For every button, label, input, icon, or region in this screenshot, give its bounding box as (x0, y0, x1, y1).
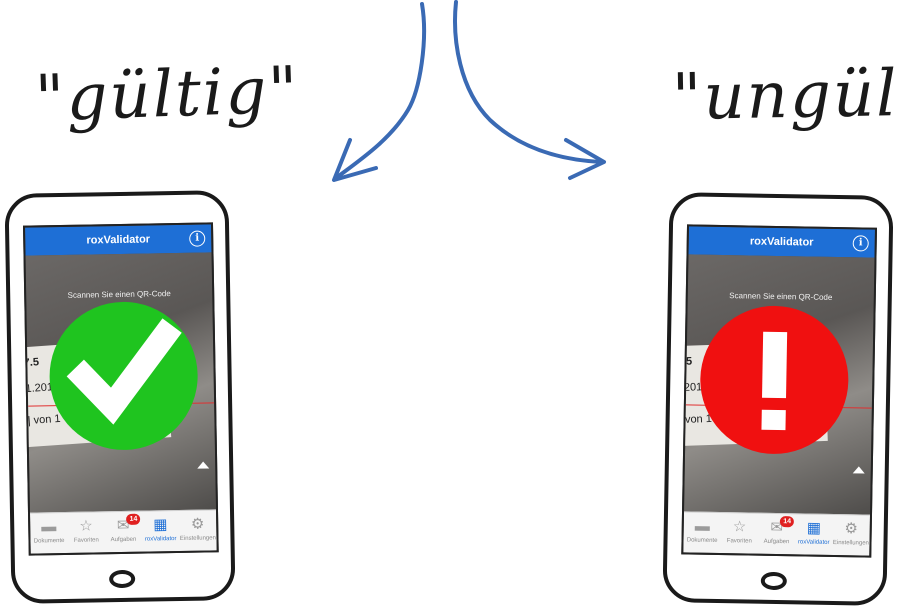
arrow-left (336, 4, 424, 178)
tab-settings[interactable]: ⚙ Einstellungen (179, 510, 217, 551)
tab-documents[interactable]: ▬ Dokumente (683, 512, 721, 553)
folder-icon: ▬ (30, 516, 68, 539)
qr-icon: ▦ (795, 517, 833, 540)
app-title: roxValidator (750, 235, 814, 248)
tab-label: Einstellungen (180, 535, 216, 542)
tab-label: Einstellungen (833, 540, 869, 547)
tab-bar: ▬ Dokumente ☆ Favoriten ✉ 14 Aufgaben ▦ … (683, 511, 870, 555)
app-titlebar: roxValidator i (689, 226, 875, 257)
exclamation-icon (699, 305, 850, 456)
tab-label: Aufgaben (111, 537, 137, 543)
phone-invalid: roxValidator i .5 2017 von 1 Scannen Sie… (662, 192, 893, 606)
arrow-right (455, 2, 602, 162)
tab-documents[interactable]: ▬ Dokumente (30, 513, 68, 554)
tab-label: roxValidator (798, 539, 830, 546)
tab-settings[interactable]: ⚙ Einstellungen (832, 515, 870, 556)
tab-favorites[interactable]: ☆ Favoriten (721, 513, 759, 554)
invalid-label: "ungültig" (671, 55, 897, 135)
document-text: .5 (683, 356, 693, 368)
tab-tasks[interactable]: ✉ 14 Aufgaben (104, 512, 142, 553)
task-count-badge: 14 (780, 516, 794, 527)
valid-status-circle (48, 301, 199, 452)
tab-tasks[interactable]: ✉ 14 Aufgaben (758, 514, 796, 555)
folder-icon: ▬ (684, 515, 722, 538)
document-text: 7.5 (23, 356, 39, 369)
tab-roxvalidator[interactable]: ▦ roxValidator (795, 514, 833, 555)
camera-view: 7.5 1.2017 | von 1 Scannen Sie einen QR-… (26, 252, 217, 517)
phone-screen: roxValidator i .5 2017 von 1 Scannen Sie… (681, 224, 877, 557)
camera-view: .5 2017 von 1 Scannen Sie einen QR-Code (684, 254, 875, 519)
tab-label: Favoriten (727, 538, 752, 544)
expand-arrow-icon[interactable] (853, 466, 865, 473)
tab-favorites[interactable]: ☆ Favoriten (67, 512, 105, 553)
info-icon[interactable]: i (189, 230, 205, 246)
tab-roxvalidator[interactable]: ▦ roxValidator (142, 511, 180, 552)
scan-hint: Scannen Sie einen QR-Code (26, 288, 212, 300)
gear-icon: ⚙ (832, 518, 870, 541)
star-icon: ☆ (721, 516, 759, 539)
star-icon: ☆ (67, 515, 105, 538)
tab-label: Dokumente (687, 537, 718, 544)
tab-label: Favoriten (74, 537, 99, 543)
tab-label: Aufgaben (764, 539, 790, 545)
home-button[interactable] (761, 572, 787, 590)
invalid-status-circle (699, 305, 850, 456)
phone-valid: roxValidator i 7.5 1.2017 | von 1 Scanne… (4, 190, 235, 604)
gear-icon: ⚙ (179, 513, 217, 536)
valid-label: "gültig" (34, 53, 301, 136)
app-title: roxValidator (86, 233, 150, 246)
task-count-badge: 14 (126, 514, 140, 525)
split-arrows (320, 0, 620, 200)
expand-arrow-icon[interactable] (197, 461, 209, 468)
phone-screen: roxValidator i 7.5 1.2017 | von 1 Scanne… (23, 222, 219, 555)
check-icon (48, 301, 199, 452)
info-icon[interactable]: i (853, 235, 869, 251)
tab-label: roxValidator (145, 536, 177, 543)
scan-hint: Scannen Sie einen QR-Code (688, 290, 874, 302)
tab-bar: ▬ Dokumente ☆ Favoriten ✉ 14 Aufgaben ▦ … (30, 509, 217, 553)
app-titlebar: roxValidator i (25, 224, 211, 255)
qr-icon: ▦ (142, 514, 180, 537)
tab-label: Dokumente (34, 538, 65, 545)
